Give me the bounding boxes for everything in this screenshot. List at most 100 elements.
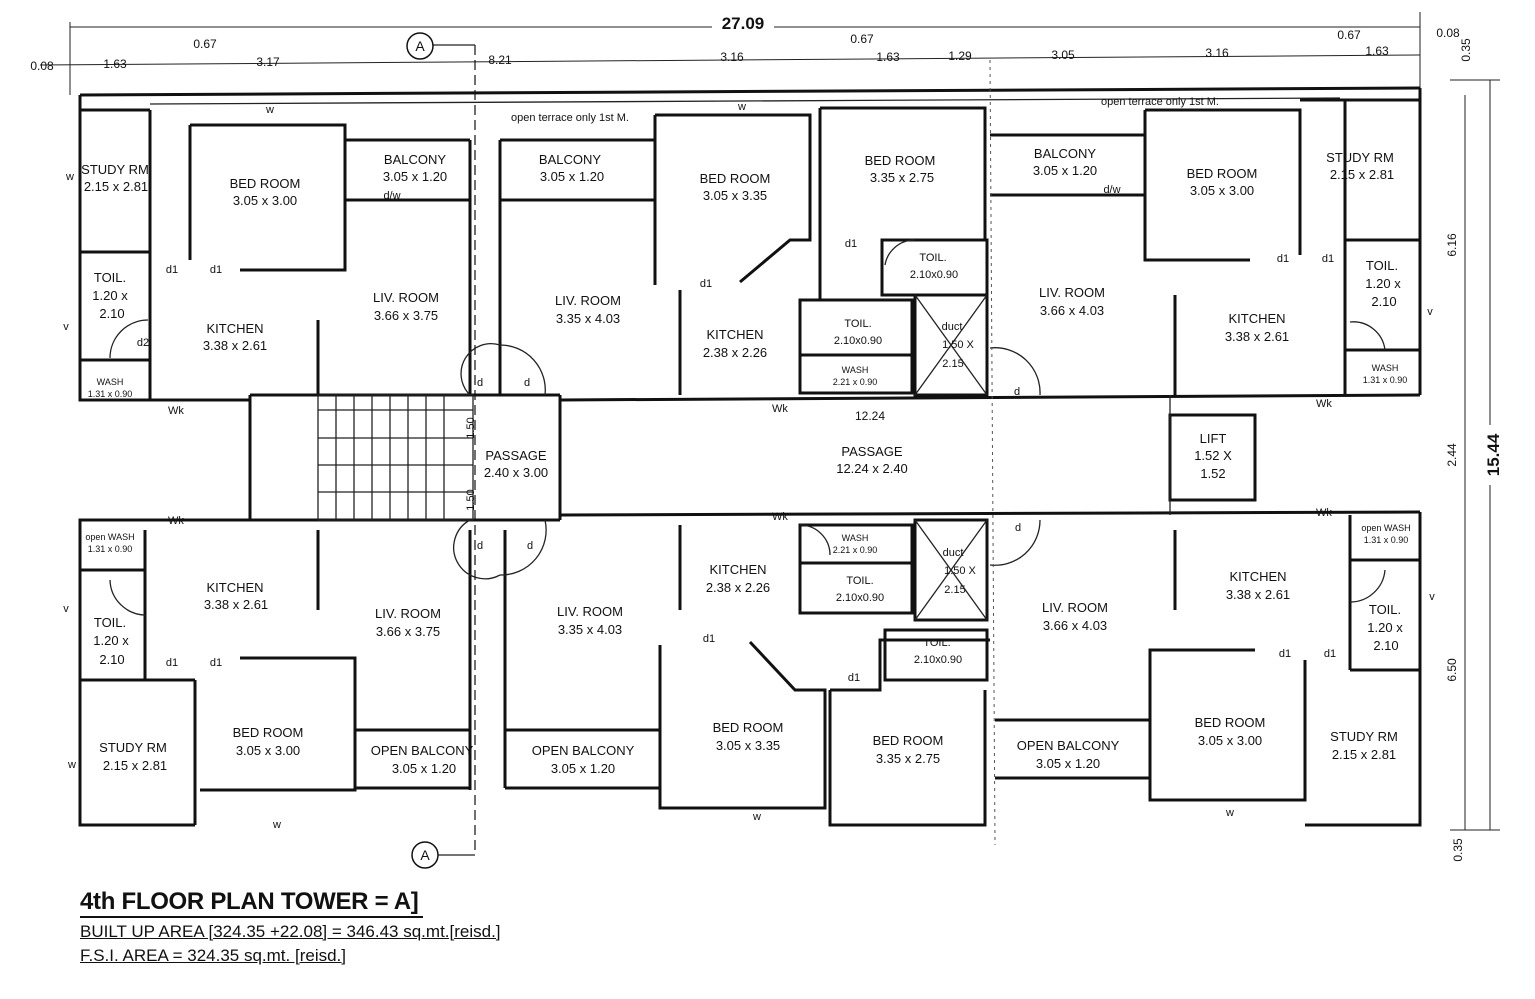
dim-right-seg: 6.16 <box>1445 233 1459 257</box>
room-size: 1.20 x <box>92 288 128 303</box>
room-size: 2.40 x 3.00 <box>484 465 548 480</box>
room-name: OPEN BALCONY <box>1017 738 1120 753</box>
room-size: 1.20 x <box>1365 276 1401 291</box>
room-size: 3.38 x 2.61 <box>1225 329 1289 344</box>
room-size: 3.35 x 4.03 <box>556 311 620 326</box>
room-name: BED ROOM <box>865 153 936 168</box>
staircase <box>317 394 474 521</box>
room-name: PASSAGE <box>485 448 547 463</box>
room-size: 3.66 x 3.75 <box>374 308 438 323</box>
room-name: BED ROOM <box>700 171 771 186</box>
room-name: BALCONY <box>539 152 601 167</box>
mark: w <box>265 104 274 116</box>
dimension-labels: 27.09 0.08 0.08 1.63 0.67 3.17 8.21 3.16… <box>30 14 1503 862</box>
room-name: LIFT <box>1200 431 1227 446</box>
mark: d1 <box>700 278 712 290</box>
room-size: 3.05 x 1.20 <box>392 761 456 776</box>
room-name: TOIL. <box>94 615 126 630</box>
dim-seg: 3.16 <box>1205 46 1229 60</box>
mark: w <box>737 101 746 113</box>
room-size: 1.31 x 0.90 <box>88 389 133 399</box>
mark: w <box>67 759 76 771</box>
mark: d1 <box>703 633 715 645</box>
room-size: 3.05 x 3.35 <box>703 188 767 203</box>
dim-seg: 1.63 <box>876 50 900 64</box>
mark: d1 <box>210 264 222 276</box>
room-size: 3.35 x 2.75 <box>876 751 940 766</box>
room-size: 1.20 x <box>1367 620 1403 635</box>
room-size: 2.15 x 2.81 <box>103 758 167 773</box>
mark: d1 <box>166 657 178 669</box>
room-size: 2.10 <box>99 652 124 667</box>
dim-seg: 8.21 <box>488 53 512 67</box>
room-name: LIV. ROOM <box>557 604 623 619</box>
room-size: 1.52 <box>1200 466 1225 481</box>
room-size: 2.15 x 2.81 <box>84 179 148 194</box>
room-name: STUDY RM <box>1330 729 1398 744</box>
dim-seg: 0.67 <box>193 37 217 51</box>
mark: d1 <box>166 264 178 276</box>
room-size: 1.50 X <box>942 339 974 351</box>
room-size: 1.50 X <box>944 565 976 577</box>
room-size: 3.05 x 1.20 <box>383 169 447 184</box>
room-name: KITCHEN <box>206 321 263 336</box>
room-name: OPEN BALCONY <box>532 743 635 758</box>
room-size: 2.15 <box>942 358 963 370</box>
walls <box>78 44 1422 856</box>
section-marker-bottom: A <box>420 847 430 863</box>
mark: Wk <box>168 515 184 527</box>
room-name: BALCONY <box>384 152 446 167</box>
room-name: BED ROOM <box>1187 166 1258 181</box>
rooms-bottom: open WASH 1.31 x 0.90 KITCHEN 3.38 x 2.6… <box>85 523 1410 776</box>
room-name: TOIL. <box>1369 602 1401 617</box>
room-size: 3.05 x 3.00 <box>236 743 300 758</box>
room-size: 3.66 x 4.03 <box>1043 618 1107 633</box>
room-name: TOIL. <box>923 637 950 649</box>
mark: w <box>1225 807 1234 819</box>
fsi-area: F.S.I. AREA = 324.35 sq.mt. [reisd.] <box>80 946 346 965</box>
room-name: WASH <box>842 365 869 375</box>
room-name: TOIL. <box>846 575 873 587</box>
room-size: 2.21 x 0.90 <box>833 545 878 555</box>
mark: v <box>63 603 69 615</box>
room-size: 3.35 x 4.03 <box>558 622 622 637</box>
room-size: 3.05 x 1.20 <box>540 169 604 184</box>
room-size: 3.66 x 4.03 <box>1040 303 1104 318</box>
room-name: duct <box>942 321 963 333</box>
mark: w <box>65 171 74 183</box>
mark: Wk <box>772 511 788 523</box>
room-size: 2.15 x 2.81 <box>1332 747 1396 762</box>
plan-title: 4th FLOOR PLAN TOWER = A] <box>80 888 423 918</box>
mark: d1 <box>1277 253 1289 265</box>
mark: d2 <box>137 337 149 349</box>
built-up-area: BUILT UP AREA [324.35 +22.08] = 346.43 s… <box>80 922 501 941</box>
mark: Wk <box>1316 398 1332 410</box>
dim-seg: 1.63 <box>103 57 127 71</box>
mark: d1 <box>1279 648 1291 660</box>
rooms-top: STUDY RM 2.15 x 2.81 BED ROOM 3.05 x 3.0… <box>81 146 1407 399</box>
room-size: 2.38 x 2.26 <box>706 580 770 595</box>
dim-seg: 1.63 <box>1365 44 1389 58</box>
mark-dw: d/w <box>383 190 400 202</box>
room-name: KITCHEN <box>1228 311 1285 326</box>
mark: v <box>63 321 69 333</box>
mark: w <box>752 811 761 823</box>
room-size: 3.05 x 3.00 <box>233 193 297 208</box>
rooms-corridor: PASSAGE 2.40 x 3.00 PASSAGE 12.24 x 2.40… <box>465 409 1232 511</box>
mark: d <box>477 540 483 552</box>
room-name: open WASH <box>1361 523 1410 533</box>
room-size: 2.38 x 2.26 <box>703 345 767 360</box>
room-name: KITCHEN <box>709 562 766 577</box>
room-name: WASH <box>1372 363 1399 373</box>
dim-top-right: 0.08 <box>1436 26 1460 40</box>
room-size: 3.05 x 1.20 <box>551 761 615 776</box>
mark: d <box>524 377 530 389</box>
dim-seg: 3.05 <box>1051 48 1075 62</box>
room-size: 3.05 x 3.35 <box>716 738 780 753</box>
room-size: 12.24 x 2.40 <box>836 461 908 476</box>
mark: d <box>1014 386 1020 398</box>
dim-seg: 3.17 <box>256 55 280 69</box>
dim-stair: 1.50 <box>465 489 477 510</box>
room-size: 3.05 x 1.20 <box>1033 163 1097 178</box>
mark: d <box>1015 522 1021 534</box>
